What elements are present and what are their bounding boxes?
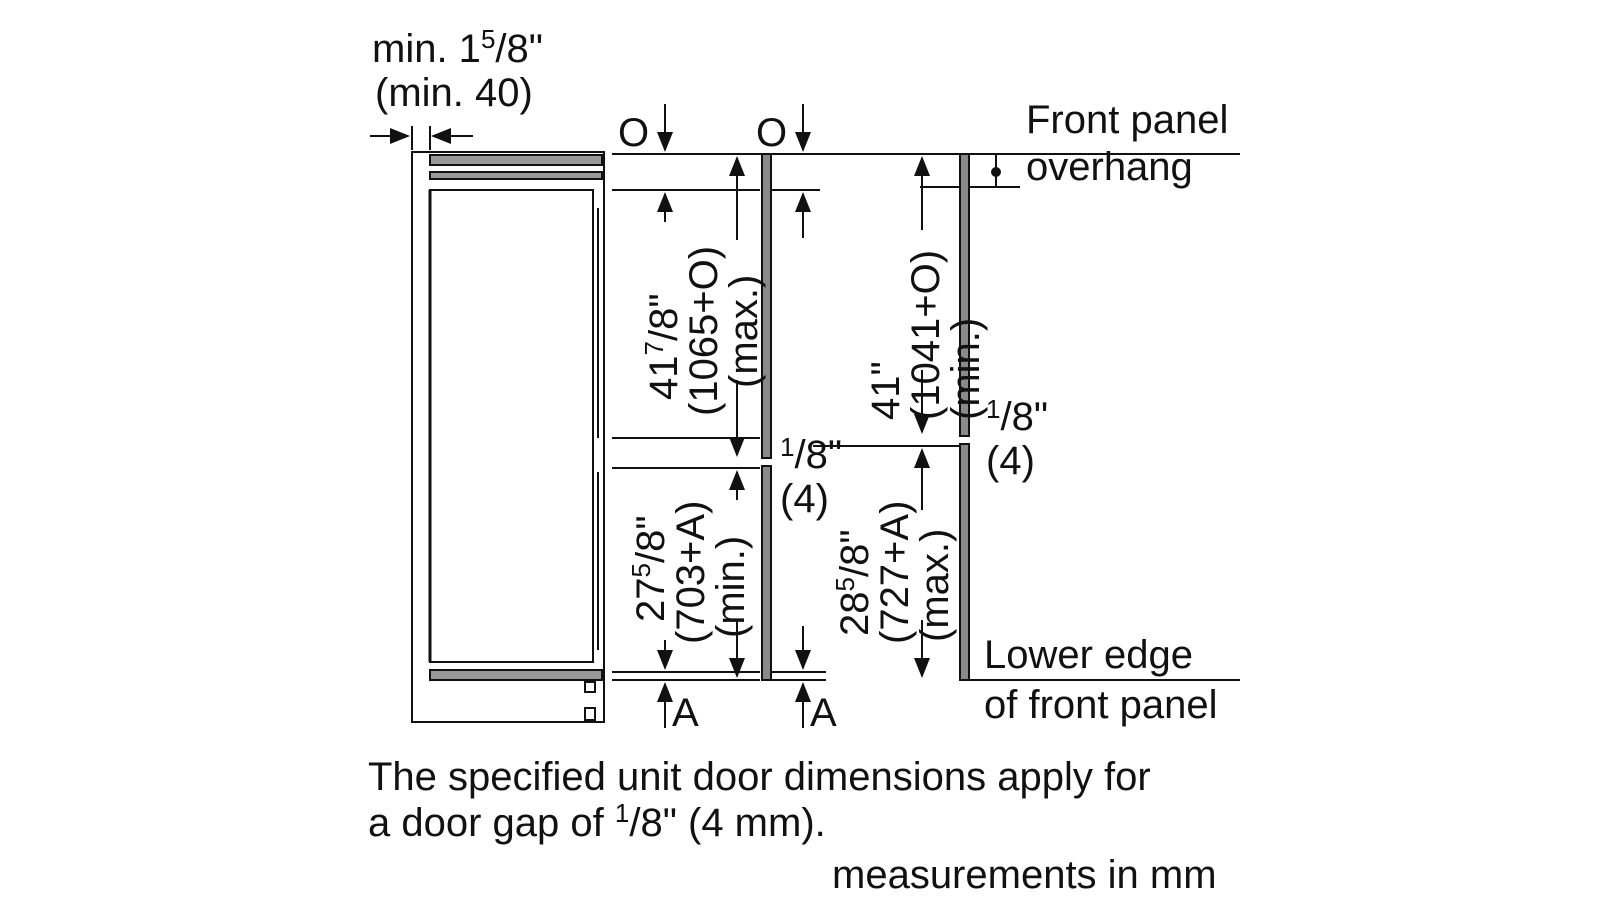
appliance-side-view [411, 151, 605, 723]
gap-arrows [370, 126, 473, 150]
upper-max-dimension: 417/8" (1065+O) (max.) [639, 246, 766, 416]
gap-right-metric: (4) [986, 439, 1035, 483]
front-panel-lower-label: of front panel [984, 683, 1218, 727]
svg-text:275/8": 275/8" [626, 515, 673, 622]
unit-body [429, 189, 594, 663]
door-panel-upper-right [959, 153, 970, 437]
gap-min-metric: (min. 40) [375, 71, 533, 115]
lower-max-dimension: 285/8" (727+A) (max.) [830, 501, 957, 644]
gap-mid-metric: (4) [780, 477, 829, 521]
gap-min-label: min. 15/8" [372, 24, 543, 71]
svg-text:(min.): (min.) [709, 536, 753, 638]
overhang-label: overhang [1026, 145, 1193, 189]
note-line-1: The specified unit door dimensions apply… [368, 755, 1151, 799]
door-panel-upper-mid [761, 153, 772, 459]
door-panel-lower-right [959, 443, 970, 681]
svg-text:(1041+O): (1041+O) [904, 250, 948, 420]
overhang-pointer [991, 154, 1001, 187]
top-rail-2 [429, 171, 603, 180]
svg-text:(703+A): (703+A) [669, 501, 713, 644]
svg-text:(1065+O): (1065+O) [682, 246, 726, 416]
door-panels [761, 153, 970, 681]
top-left-o: O [618, 111, 649, 155]
upper-min-dimension: 41" (1041+O) (min.) [864, 250, 988, 420]
lower-edge-label: Lower edge [984, 633, 1193, 677]
svg-text:(max.): (max.) [722, 275, 766, 388]
dimension-arrows [657, 104, 930, 728]
cabinet-outline [411, 151, 605, 723]
bottom-left-a: A [672, 691, 699, 735]
svg-text:(max.): (max.) [913, 529, 957, 642]
gap-right-fraction: 1/8" [986, 394, 1048, 439]
svg-text:285/8": 285/8" [830, 529, 877, 636]
svg-text:41": 41" [864, 361, 908, 420]
front-panel-label: Front panel [1026, 98, 1228, 142]
svg-text:417/8": 417/8" [639, 293, 686, 400]
lower-min-dimension: 275/8" (703+A) (min.) [626, 501, 753, 644]
bottom-mid-a: A [810, 691, 837, 735]
foot-2 [584, 707, 596, 721]
svg-text:(727+A): (727+A) [873, 501, 917, 644]
door-panel-lower-mid [761, 465, 772, 681]
base-rail [429, 669, 603, 681]
gap-mid-fraction: 1/8" [780, 432, 842, 477]
note-line-2: a door gap of 1/8" (4 mm). [368, 798, 826, 845]
units-note: measurements in mm [832, 853, 1217, 897]
svg-text:(min.): (min.) [944, 318, 988, 420]
foot-1 [584, 681, 596, 693]
top-mid-o: O [756, 111, 787, 155]
top-rail [429, 154, 603, 166]
